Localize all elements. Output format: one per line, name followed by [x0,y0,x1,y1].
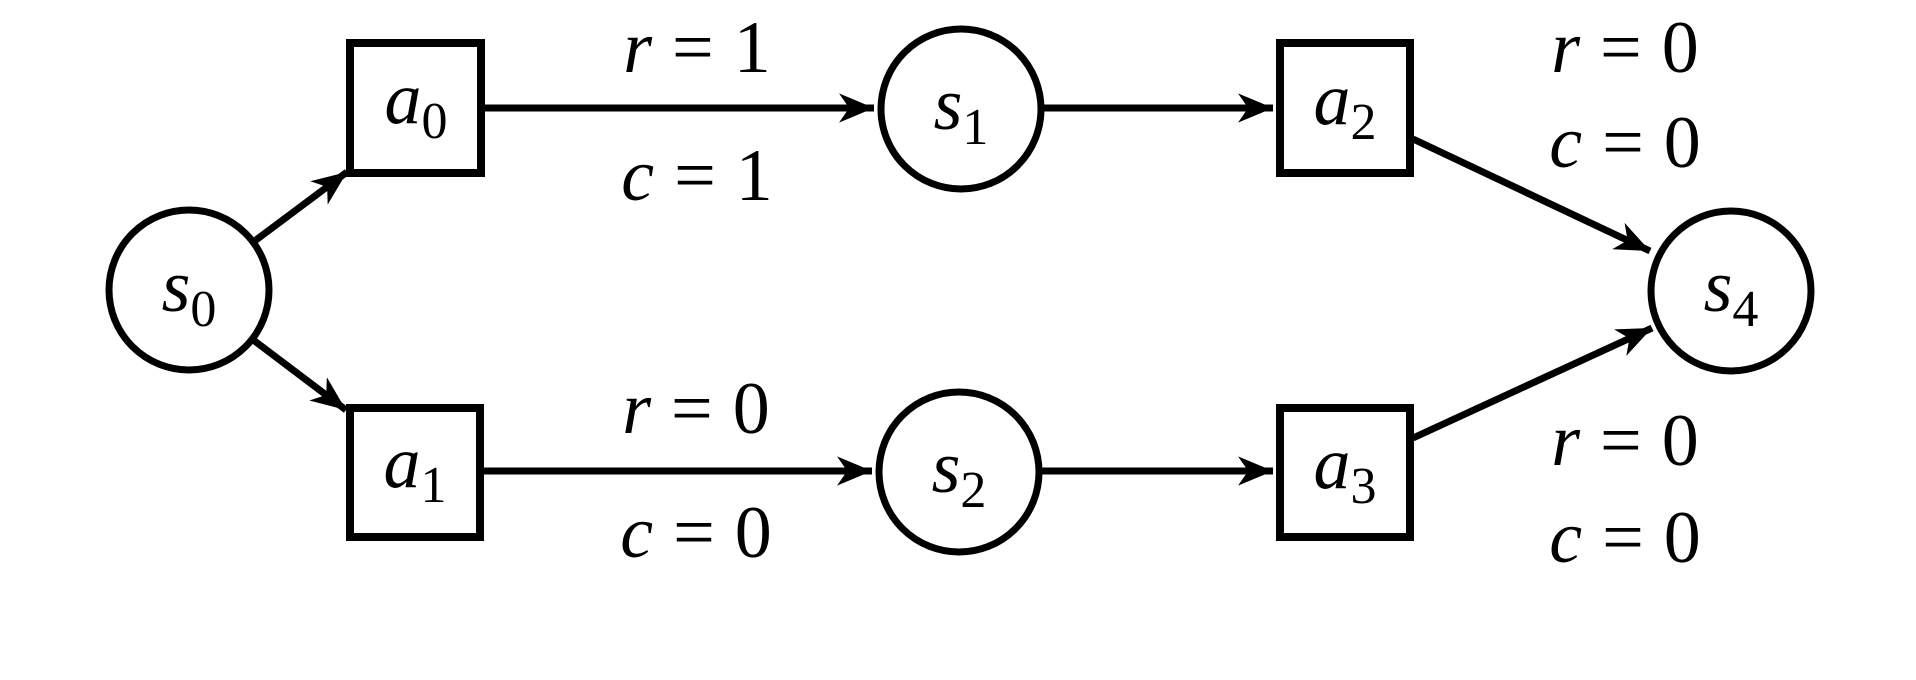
node-s4-sub: 4 [1732,281,1758,338]
node-s1-base: s [934,64,963,146]
edge-s0-a1 [249,336,349,413]
edge-s0-a0 [249,169,350,246]
reward-value: 0 [1662,400,1699,482]
node-a3-sub: 3 [1351,458,1377,515]
equals-sign: = [674,135,716,217]
edge-a3-s4 [1411,324,1654,442]
edge-a0-s1-reward-label: r=1 [623,7,771,89]
cost-value: 0 [735,492,772,574]
node-a0-label: a0 [385,58,448,150]
node-a3 [1276,404,1414,541]
edge-a3-s4-reward-label: r=0 [1551,400,1699,482]
reward-value: 0 [733,368,770,450]
node-a1-base: a [384,422,421,504]
cost-value: 0 [1664,102,1701,184]
edge-a2-s4-cost-label: c=0 [1549,102,1701,184]
reward-var: r [1551,400,1581,482]
edge-a0-s1-cost-label: c=1 [621,135,773,217]
node-s2 [875,388,1043,556]
node-s0-sub: 0 [190,281,216,338]
node-s2-label: s2 [932,427,987,519]
reward-var: r [1551,7,1581,89]
node-a0-base: a [385,58,422,140]
reward-value: 0 [1662,7,1699,89]
cost-var: c [1549,102,1582,184]
equals-sign: = [672,7,714,89]
cost-value: 1 [736,135,773,217]
node-a1 [346,404,484,541]
node-s2-base: s [932,427,961,509]
node-s0-label: s0 [162,246,217,338]
cost-var: c [621,135,654,217]
node-s2-sub: 2 [960,462,986,519]
node-s4 [1647,207,1815,375]
equals-sign: = [671,368,713,450]
node-a2-label: a2 [1314,59,1377,151]
edge-a1-s2-cost-label: c=0 [620,492,772,574]
cost-value: 0 [1664,497,1701,579]
reward-value: 1 [734,7,771,89]
node-a3-base: a [1314,423,1351,505]
cost-var: c [1549,497,1582,579]
edge-a1-s2-reward-label: r=0 [622,368,770,450]
node-s1-label: s1 [934,64,989,156]
node-a0-sub: 0 [422,93,448,150]
equals-sign: = [1600,400,1642,482]
node-s4-label: s4 [1704,246,1759,338]
equals-sign: = [673,492,715,574]
node-a3-label: a3 [1314,423,1377,515]
equals-sign: = [1602,102,1644,184]
node-a0 [346,39,485,177]
edge-a2-s4-reward-label: r=0 [1551,7,1699,89]
equals-sign: = [1602,497,1644,579]
reward-var: r [623,7,653,89]
node-s1-sub: 1 [962,99,988,156]
node-s0-base: s [162,246,191,328]
node-a2 [1276,39,1414,177]
node-a1-sub: 1 [421,457,447,514]
cost-var: c [620,492,653,574]
reward-var: r [622,368,652,450]
edge-a3-s4-cost-label: c=0 [1549,497,1701,579]
node-s0 [105,206,273,374]
node-s4-base: s [1704,246,1733,328]
node-a2-sub: 2 [1351,94,1377,151]
node-a2-base: a [1314,59,1351,141]
edge-a2-s4 [1411,135,1652,255]
equals-sign: = [1600,7,1642,89]
node-a1-label: a1 [384,422,447,514]
node-s1 [877,25,1045,193]
